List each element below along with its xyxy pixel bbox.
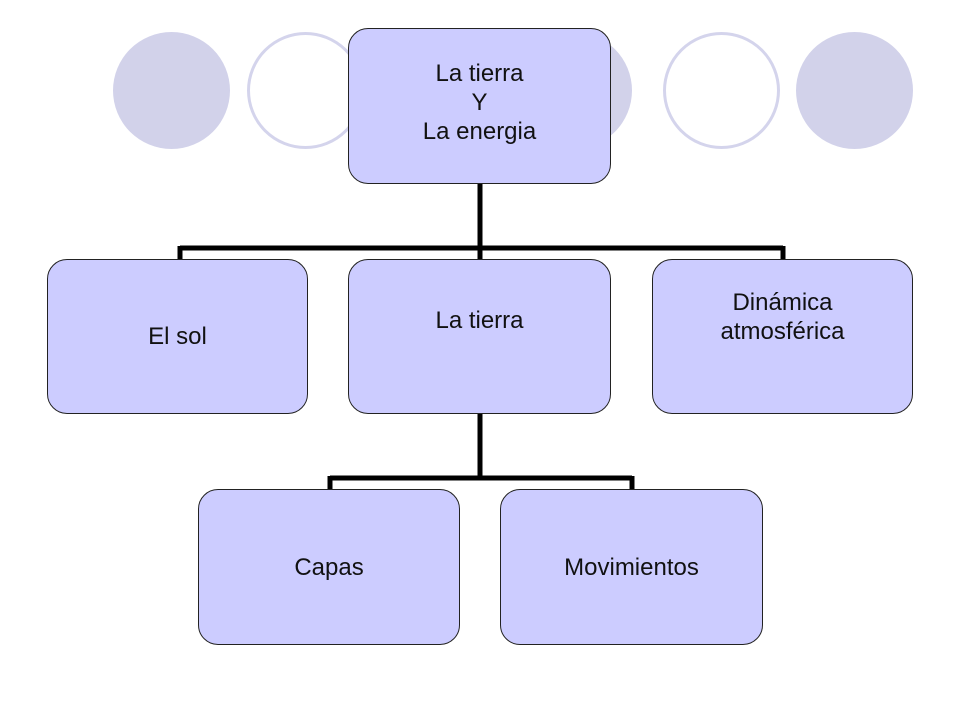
node-movimientos-label: Movimientos [564, 553, 699, 581]
decorative-circle-ring-2 [663, 32, 780, 149]
node-capas-label: Capas [294, 553, 364, 581]
node-root-line-1: La tierra [435, 60, 524, 87]
node-capas: Capas [198, 489, 460, 645]
node-dinamica-line-1: Dinámica [732, 289, 833, 316]
node-root-line-3: La energia [422, 118, 537, 145]
node-la-tierra-label: La tierra [435, 307, 524, 334]
node-root: La tierra Y La energia [348, 28, 611, 184]
node-el-sol-label: El sol [148, 323, 207, 350]
decorative-circle-filled-1 [113, 32, 230, 149]
node-el-sol: El sol [47, 259, 308, 414]
node-dinamica-line-2: atmosférica [720, 318, 845, 345]
decorative-circle-filled-3 [796, 32, 913, 149]
node-root-line-2: Y [471, 89, 488, 116]
node-movimientos: Movimientos [500, 489, 763, 645]
decorative-circle-ring-1 [247, 32, 364, 149]
node-la-tierra: La tierra [348, 259, 611, 414]
node-dinamica-atmosferica: Dinámica atmosférica [652, 259, 913, 414]
